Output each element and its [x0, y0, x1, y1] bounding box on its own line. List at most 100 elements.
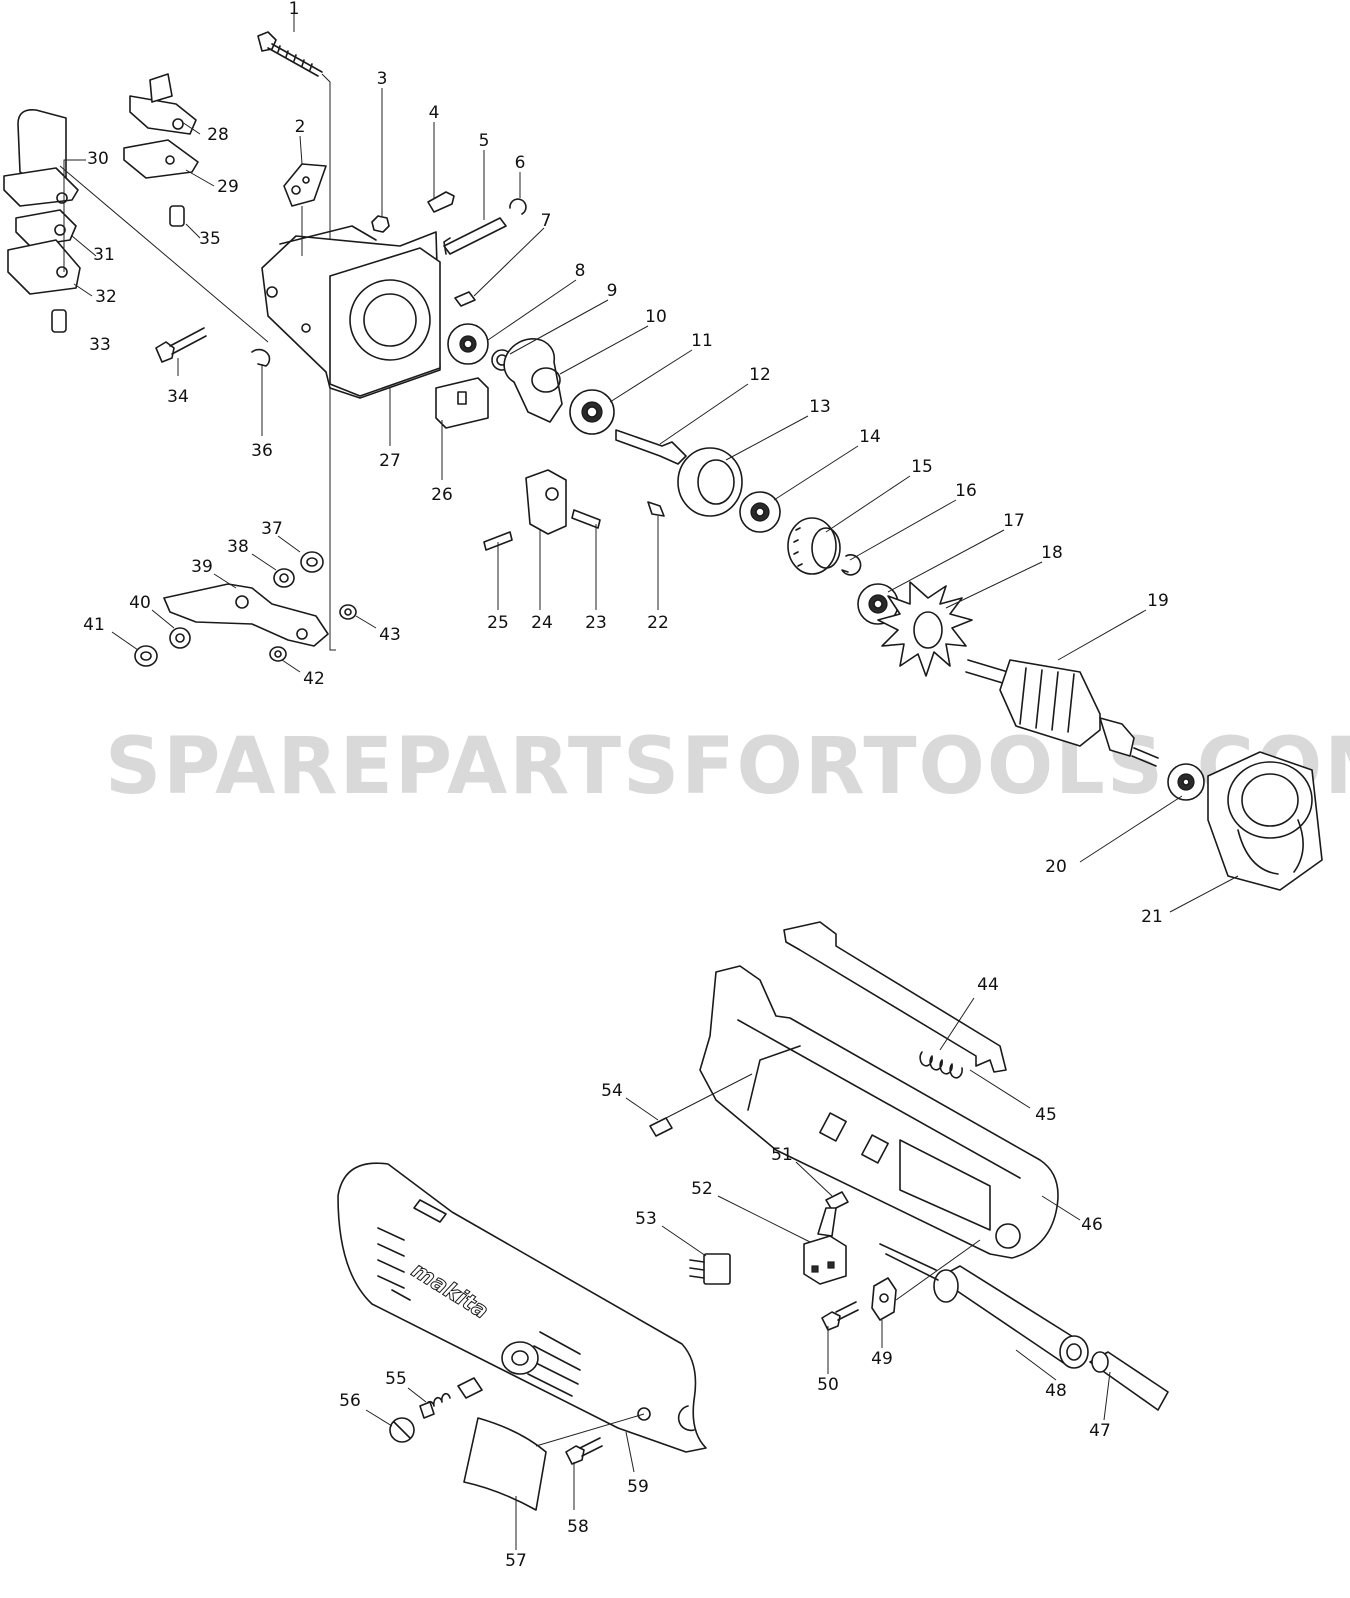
part-45-spring — [919, 1051, 963, 1079]
label-part-47: 47 — [1089, 1421, 1111, 1441]
label-part-54: 54 — [601, 1081, 623, 1101]
part-4-pin — [427, 191, 455, 213]
part-43-washer — [339, 604, 357, 620]
label-part-5: 5 — [479, 131, 490, 151]
label-part-40: 40 — [129, 593, 151, 613]
part-37-washer — [300, 551, 324, 573]
label-part-12: 12 — [749, 365, 771, 385]
label-part-3: 3 — [377, 69, 388, 89]
label-part-19: 19 — [1147, 591, 1169, 611]
part-48-cord-guard — [879, 1243, 1089, 1369]
label-part-56: 56 — [339, 1391, 361, 1411]
part-24-bracket — [525, 469, 567, 535]
part-23-pin — [571, 509, 601, 529]
label-part-44: 44 — [977, 975, 999, 995]
label-part-16: 16 — [955, 481, 977, 501]
label-part-51: 51 — [771, 1145, 793, 1165]
label-part-50: 50 — [817, 1375, 839, 1395]
label-part-10: 10 — [645, 307, 667, 327]
part-7-pin — [454, 291, 476, 307]
part-3-nut — [371, 215, 390, 233]
part-32-plate — [7, 239, 81, 295]
label-part-15: 15 — [911, 457, 933, 477]
label-part-9: 9 — [607, 281, 618, 301]
part-53-suppressor — [689, 1253, 731, 1285]
part-29-plate — [123, 139, 199, 179]
part-30-guide — [3, 108, 79, 207]
label-part-6: 6 — [515, 153, 526, 173]
part-46-housing-half — [699, 965, 1059, 1259]
label-part-37: 37 — [261, 519, 283, 539]
label-part-14: 14 — [859, 427, 881, 447]
label-part-30: 30 — [87, 149, 109, 169]
label-part-7: 7 — [541, 211, 552, 231]
part-14-bearing — [739, 491, 781, 533]
part-54-pin — [649, 1117, 673, 1137]
lower-leader-lines — [365, 997, 1111, 1550]
part-47-cord — [1089, 1351, 1169, 1411]
label-part-58: 58 — [567, 1517, 589, 1537]
part-55-carbon-brush — [419, 1377, 483, 1419]
label-part-4: 4 — [429, 103, 440, 123]
label-part-53: 53 — [635, 1209, 657, 1229]
label-part-46: 46 — [1081, 1215, 1103, 1235]
part-58-screw — [565, 1437, 603, 1465]
part-12-spindle — [615, 429, 687, 465]
label-part-18: 18 — [1041, 543, 1063, 563]
part-50-screw — [821, 1301, 859, 1331]
part-6-clip — [509, 198, 527, 215]
part-19-armature — [965, 659, 1159, 767]
part-21-field-coil — [1207, 751, 1323, 891]
label-part-52: 52 — [691, 1179, 713, 1199]
label-part-23: 23 — [585, 613, 607, 633]
label-part-35: 35 — [199, 229, 221, 249]
label-part-34: 34 — [167, 387, 189, 407]
part-25-pin — [483, 531, 513, 551]
part-10-bearing-retainer — [503, 338, 563, 423]
upper-leader-lines — [59, 14, 1239, 913]
label-part-36: 36 — [251, 441, 273, 461]
label-part-25: 25 — [487, 613, 509, 633]
label-part-2: 2 — [295, 117, 306, 137]
part-16-retaining-ring — [841, 554, 862, 576]
part-49-cord-clamp — [871, 1277, 897, 1321]
label-part-1: 1 — [289, 0, 300, 19]
label-part-45: 45 — [1035, 1105, 1057, 1125]
label-part-43: 43 — [379, 625, 401, 645]
part-31-spacer — [15, 209, 77, 247]
part-42-washer — [269, 646, 287, 662]
part-33-screw — [51, 309, 67, 333]
housing-left-half: makita — [337, 1162, 707, 1453]
part-39-lever — [163, 583, 329, 647]
label-part-49: 49 — [871, 1349, 893, 1369]
label-part-13: 13 — [809, 397, 831, 417]
label-part-59: 59 — [627, 1477, 649, 1497]
part-8-bearing — [447, 323, 489, 365]
part-41-washer — [134, 645, 158, 667]
label-part-21: 21 — [1141, 907, 1163, 927]
label-part-8: 8 — [575, 261, 586, 281]
label-part-28: 28 — [207, 125, 229, 145]
label-part-55: 55 — [385, 1369, 407, 1389]
part-56-brush-cap — [389, 1417, 415, 1443]
part-28-clamp — [129, 73, 197, 135]
label-part-31: 31 — [93, 245, 115, 265]
part-17-bearing — [857, 583, 899, 625]
part-38-washer — [273, 568, 295, 588]
part-34-screw — [155, 327, 207, 363]
part-20-bearing — [1167, 763, 1205, 801]
part-15-gear — [787, 517, 841, 575]
part-40-washer — [169, 627, 191, 649]
part-11-bearing — [569, 389, 615, 435]
label-part-39: 39 — [191, 557, 213, 577]
part-35-screw — [169, 205, 185, 227]
label-part-38: 38 — [227, 537, 249, 557]
part-2-plate — [283, 163, 327, 207]
label-part-17: 17 — [1003, 511, 1025, 531]
label-part-29: 29 — [217, 177, 239, 197]
part-57-label — [463, 1417, 547, 1511]
label-part-22: 22 — [647, 613, 669, 633]
label-part-11: 11 — [691, 331, 713, 351]
label-part-20: 20 — [1045, 857, 1067, 877]
